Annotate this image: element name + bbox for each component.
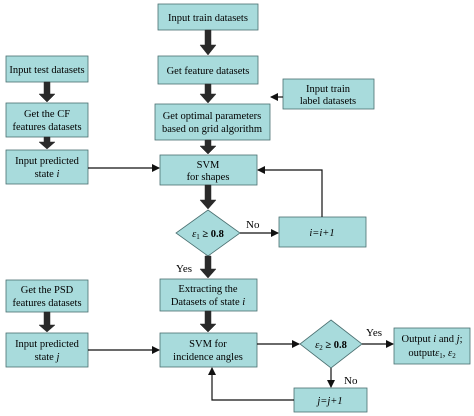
node-label-line2: outputε1, ε2 — [408, 348, 456, 360]
fat-arrow-train-to-feature — [199, 29, 217, 56]
fat-arrow-cond1-to-extract — [199, 255, 217, 279]
arrow-incr-i-loop-to-svm — [257, 166, 323, 217]
fat-arrow-test-to-cf — [38, 81, 56, 103]
node-label-line1: SVM — [197, 160, 220, 171]
node-input-train-datasets: Input train datasets — [157, 3, 259, 31]
node-label-line2: features datasets — [12, 298, 81, 309]
node-input-predicted-state-j: Input predicted state j — [5, 332, 89, 368]
node-label-line2: for shapes — [187, 172, 230, 183]
node-label-line1: Input predicted — [15, 339, 80, 350]
edge-label-no-2: No — [344, 375, 358, 387]
node-output: Output i and j; outputε1, ε2 — [393, 327, 471, 365]
fat-arrow-psd-to-pred-j — [38, 311, 56, 333]
node-svm-for-shapes: SVM for shapes — [159, 154, 258, 186]
fat-arrow-feature-to-optimal — [199, 83, 217, 104]
condition-label: ε2 ≥ 0.8 — [315, 340, 347, 352]
node-label: j=j+1 — [315, 396, 342, 407]
node-increment-i: i=i+1 — [278, 216, 367, 248]
node-svm-for-incidence-angles: SVM for incidence angles — [159, 332, 258, 368]
node-label-line1: Output i and j; — [402, 334, 463, 345]
edge-label-yes-2: Yes — [366, 327, 382, 339]
node-get-optimal-parameters: Get optimal parameters based on grid alg… — [154, 103, 271, 141]
fat-arrow-cf-to-pred-i — [38, 136, 56, 150]
node-label: Input test datasets — [9, 65, 84, 76]
node-label-line1: Input predicted — [15, 156, 80, 167]
fat-arrow-extract-to-svm2 — [199, 310, 217, 333]
node-label-line2: features datasets — [12, 122, 81, 133]
node-label: i=i+1 — [309, 228, 334, 239]
node-label-line2: state j — [35, 352, 60, 363]
node-input-train-label-datasets: Input train label datasets — [282, 78, 375, 110]
node-extracting-datasets-state-i: Extracting the Datasets of state i — [159, 278, 258, 312]
edge-label-no-1: No — [246, 219, 260, 231]
node-label: Input train datasets — [168, 13, 248, 24]
edge-label-yes-1: Yes — [176, 263, 192, 275]
node-label-line2: label datasets — [300, 96, 356, 107]
node-label-line1: Get optimal parameters — [163, 111, 262, 122]
node-label-line1: SVM for — [189, 339, 227, 350]
node-input-predicted-state-i: Input predicted state i — [5, 149, 89, 185]
node-label-line1: Input train — [306, 84, 351, 95]
node-label-line1: Get the CF — [24, 109, 70, 120]
arrow-incr-j-loop-to-svm2 — [208, 367, 294, 401]
node-label: Get feature datasets — [167, 66, 250, 77]
fat-arrow-optimal-to-svm — [199, 139, 217, 155]
fat-arrow-svm-to-cond1 — [199, 184, 217, 210]
node-label-line1: Extracting the — [178, 284, 238, 295]
node-get-cf-features-datasets: Get the CF features datasets — [5, 102, 89, 138]
node-condition-epsilon2: ε2 ≥ 0.8 — [299, 319, 363, 369]
node-increment-j: j=j+1 — [293, 387, 368, 413]
node-get-feature-datasets: Get feature datasets — [157, 55, 259, 85]
node-label-line2: Datasets of state i — [171, 297, 245, 308]
node-label-line2: state i — [35, 169, 60, 180]
condition-label: ε1 ≥ 0.8 — [192, 229, 224, 241]
node-label-line1: Get the PSD — [21, 285, 74, 296]
node-label-line2: incidence angles — [173, 352, 243, 363]
node-input-test-datasets: Input test datasets — [5, 55, 89, 83]
node-get-psd-features-datasets: Get the PSD features datasets — [5, 279, 89, 313]
node-label-line2: based on grid algorithm — [162, 124, 262, 135]
node-condition-epsilon1: ε1 ≥ 0.8 — [175, 209, 241, 257]
